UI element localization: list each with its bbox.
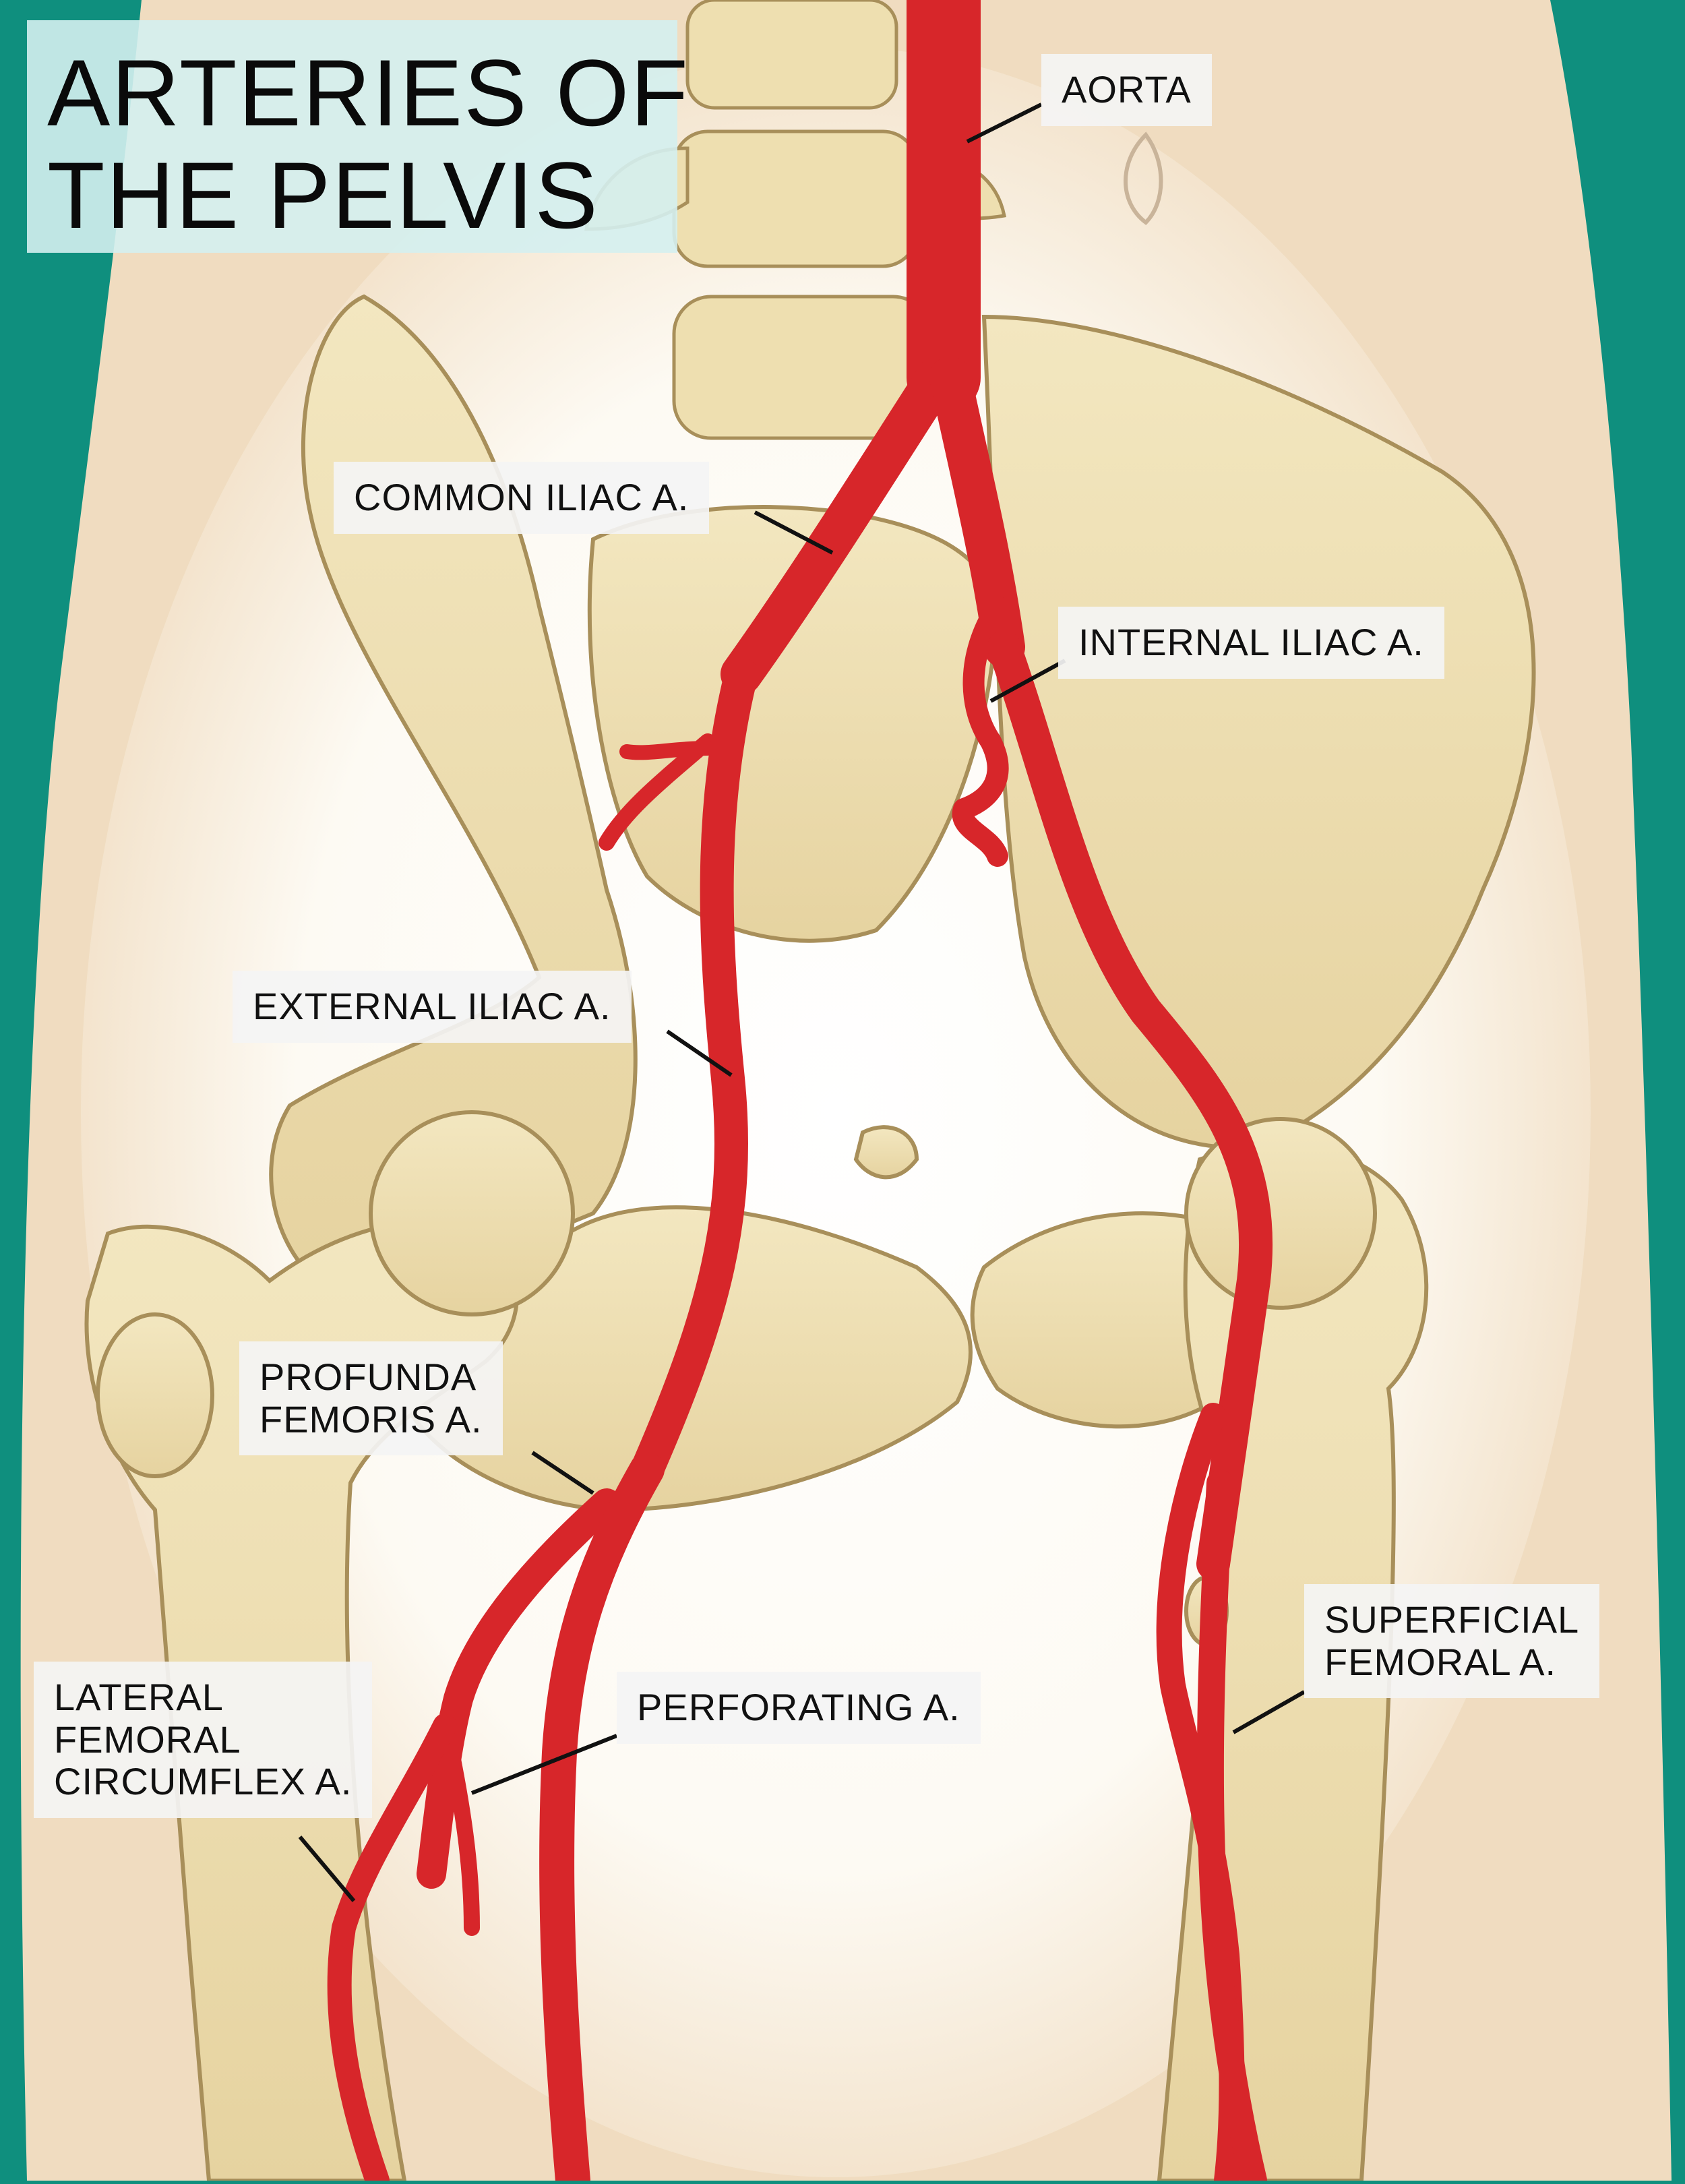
leader-internal-iliac <box>989 659 1066 703</box>
leader-superficial-femoral <box>1232 1690 1306 1734</box>
label-internal-iliac: INTERNAL ILIAC A. <box>1058 607 1444 679</box>
label-perforating: PERFORATING A. <box>617 1672 981 1744</box>
title-box: ARTERIES OF THE PELVIS <box>27 20 688 253</box>
right-lateral-circumflex <box>327 1713 457 2184</box>
arteries <box>327 0 1273 2184</box>
pelvis-bones <box>269 294 1536 1513</box>
vertebra-l4 <box>672 129 919 268</box>
right-internal-branch-2 <box>619 741 715 760</box>
leader-external-iliac <box>666 1029 733 1077</box>
right-greater-trochanter <box>96 1312 214 1478</box>
left-external-iliac-vessel <box>987 630 1273 1581</box>
left-femoral-head <box>1184 1117 1377 1310</box>
title-line-1: ARTERIES OF <box>47 40 690 146</box>
title-line-2: THE PELVIS <box>47 142 599 248</box>
label-lateral-femoral-circumflex: LATERAL FEMORAL CIRCUMFLEX A. <box>34 1662 373 1819</box>
right-femoral-head <box>369 1110 575 1316</box>
right-superficial-vessel <box>539 1452 665 2184</box>
leader-profunda-femoris <box>531 1451 594 1495</box>
vertebra-l3 <box>685 0 898 110</box>
right-perforating-vessel <box>443 1745 480 1936</box>
left-superficial-femoral-vessel <box>1196 1469 1267 2184</box>
leader-lines <box>298 102 1306 1902</box>
leader-common-iliac <box>754 510 834 555</box>
left-internal-iliac-vessel <box>952 596 1009 867</box>
leader-lateral-circumflex <box>298 1836 356 1902</box>
label-profunda-femoris: PROFUNDA FEMORIS A. <box>239 1341 503 1456</box>
label-superficial-femoral: SUPERFICIAL FEMORAL A. <box>1304 1584 1600 1699</box>
label-external-iliac: EXTERNAL ILIAC A. <box>233 971 632 1043</box>
label-common-iliac: COMMON ILIAC A. <box>334 462 710 534</box>
leader-perforating <box>470 1734 618 1795</box>
leader-aorta <box>966 102 1043 144</box>
label-aorta: AORTA <box>1041 54 1212 126</box>
navel <box>1124 131 1163 225</box>
right-common-iliac-vessel <box>721 357 958 695</box>
ischial-spine <box>853 1125 919 1180</box>
right-external-iliac-vessel <box>630 657 758 1486</box>
right-profunda-vessel <box>417 1488 621 1889</box>
